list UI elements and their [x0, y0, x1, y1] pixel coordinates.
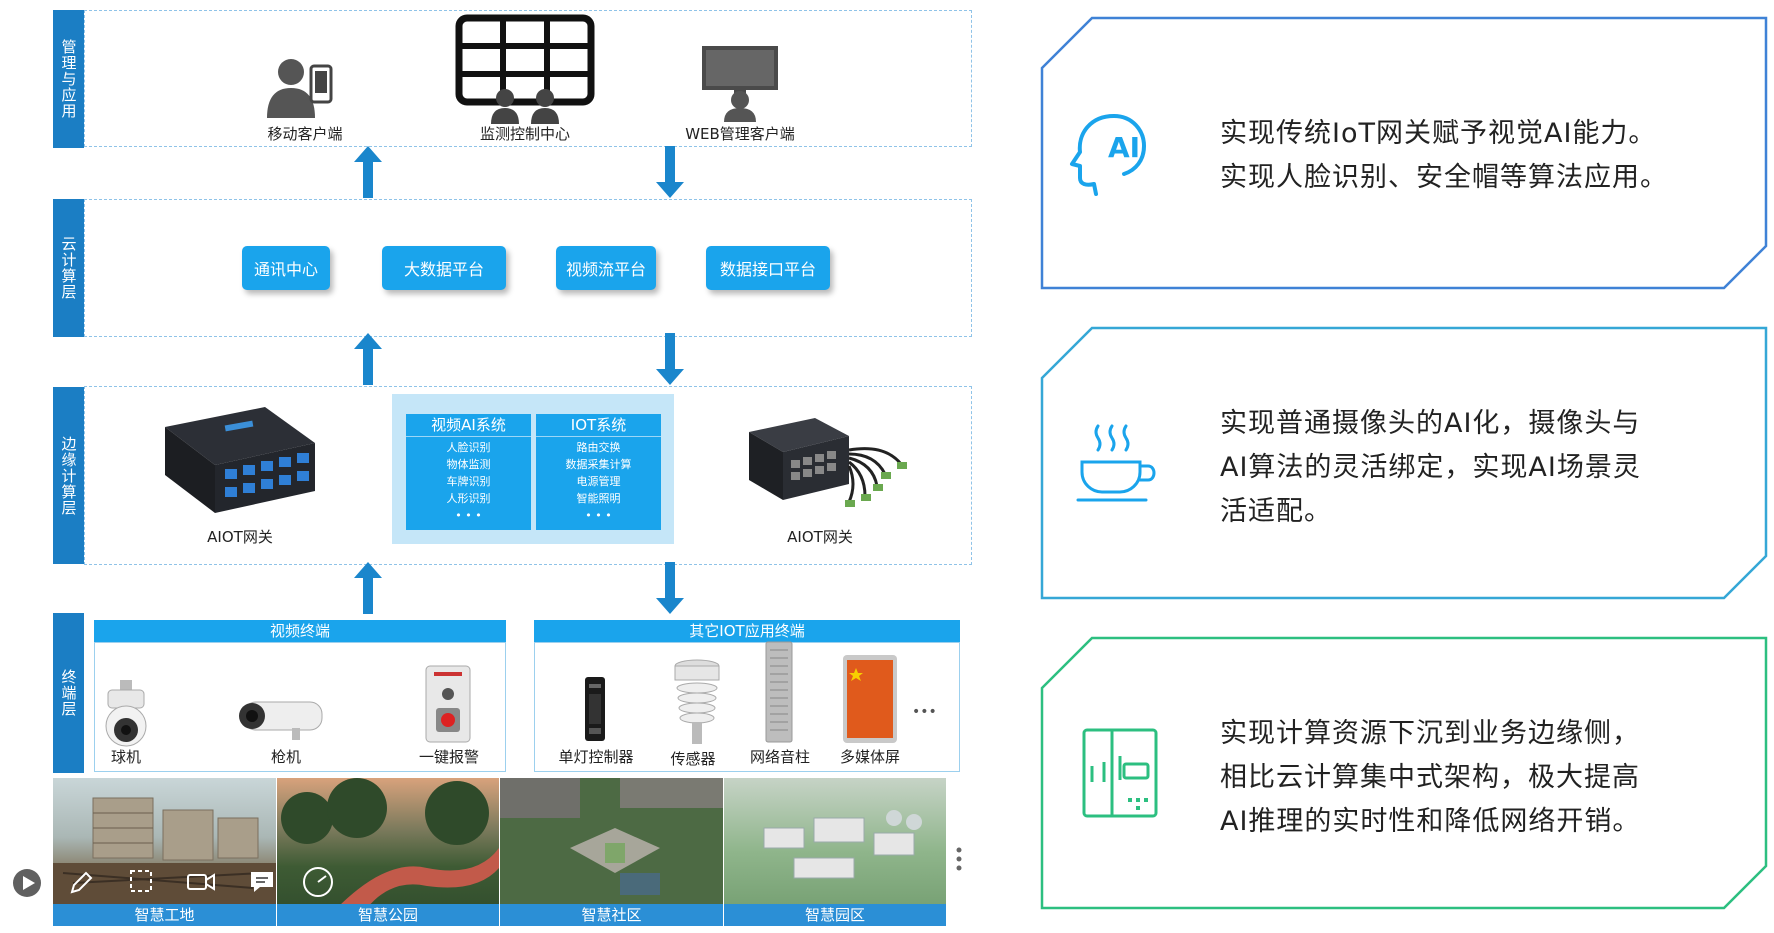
scene-construction: 智慧工地 [53, 778, 276, 926]
feature-line: AI算法的灵活绑定，实现AI场景灵 [1220, 452, 1641, 483]
feature-card-1-frame [1040, 16, 1768, 290]
iot-item: 电源管理 [576, 475, 621, 488]
video-terminal-header: 视频终端 [94, 620, 506, 642]
arrow-down-icon [656, 146, 684, 198]
lamp-controller-icon [585, 677, 605, 741]
cloud-pill-video-stream: 视频流平台 [556, 246, 656, 290]
scene-label: 智慧公园 [277, 904, 499, 926]
feature-card-3-text: 实现计算资源下沉到业务边缘侧， 相比云计算集中式架构，极大提高 AI推理的实时性… [1220, 712, 1640, 844]
iot-item: 智能照明 [576, 492, 621, 505]
feature-card-2-text: 实现普通摄像头的AI化，摄像头与 AI算法的灵活绑定，实现AI场景灵 活适配。 [1220, 402, 1641, 534]
arrow-up-icon [354, 562, 382, 614]
video-ai-system-box: 视频AI系统 人脸识别 物体监测 车牌识别 人形识别 • • • [406, 414, 531, 530]
aiot-gateway-right-label: AIOT网关 [787, 528, 853, 546]
cloud-layer-box [84, 199, 972, 337]
feature-line: 实现计算资源下沉到业务边缘侧， [1220, 718, 1640, 749]
app-layer-box [84, 10, 972, 147]
arrow-down-icon [656, 333, 684, 385]
ai-head-icon: AI [1070, 114, 1147, 196]
community-scene-icon [500, 778, 723, 895]
dome-camera-label: 球机 [110, 748, 141, 766]
video-ai-item: 车牌识别 [446, 475, 491, 488]
iot-item: 数据采集计算 [565, 458, 632, 471]
svg-text:AI: AI [1108, 131, 1140, 164]
multimedia-screen-icon [843, 655, 897, 743]
scene-community: 智慧社区 [500, 778, 723, 926]
feature-line: 实现传统IoT网关赋予视觉AI能力。 [1220, 118, 1657, 149]
cloud-pill-data-interface: 数据接口平台 [706, 246, 830, 290]
scene-industrial-park: 智慧园区 [724, 778, 946, 926]
monitor-wall-icon [455, 14, 595, 124]
layer-label-app: 管理与应用 [53, 10, 84, 148]
layer-label-edge: 边缘计算层 [53, 387, 84, 564]
scene-label: 智慧工地 [53, 904, 276, 926]
web-client-label: WEB管理客户端 [685, 125, 795, 143]
play-button-icon[interactable] [12, 868, 42, 898]
video-ai-system-title: 视频AI系统 [406, 414, 531, 437]
lamp-controller-label: 单灯控制器 [558, 748, 634, 766]
video-camera-icon[interactable] [186, 870, 216, 894]
scene-label: 智慧园区 [724, 904, 946, 926]
feature-card-1-text: 实现传统IoT网关赋予视觉AI能力。 实现人脸识别、安全帽等算法应用。 [1220, 112, 1668, 200]
bullet-camera-icon [239, 701, 323, 740]
aiot-gateway-left-label: AIOT网关 [207, 528, 273, 546]
edge-system-panel: 视频AI系统 人脸识别 物体监测 车牌识别 人形识别 • • • IOT系统 路… [392, 394, 674, 544]
arrow-up-icon [354, 146, 382, 198]
iot-system-box: IOT系统 路由交换 数据采集计算 电源管理 智能照明 • • • [536, 414, 661, 530]
alarm-button-label: 一键报警 [418, 748, 479, 766]
aiot-gateway-right-icon [749, 418, 907, 507]
more-ellipsis-icon: ••• [912, 704, 937, 720]
feature-line: 实现人脸识别、安全帽等算法应用。 [1220, 162, 1668, 193]
iot-item: 路由交换 [576, 441, 621, 454]
iot-terminal-header: 其它IOT应用终端 [534, 620, 960, 642]
speaker-column-label: 网络音柱 [749, 748, 810, 766]
arrow-up-icon [354, 333, 382, 385]
video-ai-item: • • • [455, 509, 482, 522]
mobile-client-label: 移动客户端 [267, 125, 343, 143]
pen-tool-icon[interactable] [68, 870, 94, 896]
screenshot-tool-icon[interactable] [128, 868, 154, 894]
weather-sensor-icon [674, 659, 720, 744]
cloud-pill-big-data: 大数据平台 [382, 246, 506, 290]
layer-label-cloud: 云计算层 [53, 199, 84, 337]
coffee-cup-icon [1076, 424, 1156, 502]
feature-line: 相比云计算集中式架构，极大提高 [1220, 762, 1640, 793]
feature-card-2-frame [1040, 326, 1768, 600]
feature-card-3-frame [1040, 636, 1768, 910]
gauge-icon[interactable] [302, 866, 334, 898]
feature-line: 实现普通摄像头的AI化，摄像头与 [1220, 408, 1641, 439]
monitor-center-label: 监测控制中心 [479, 125, 570, 143]
layer-label-terminal: 终端层 [53, 613, 84, 773]
feature-line: 活适配。 [1220, 496, 1332, 527]
scene-label: 智慧社区 [500, 904, 723, 926]
iot-item: • • • [585, 509, 612, 522]
video-ai-item: 物体监测 [446, 458, 491, 471]
feature-line: AI推理的实时性和降低网络开销。 [1220, 806, 1641, 837]
industrial-park-scene-icon [763, 810, 922, 879]
fridge-icon [1082, 728, 1158, 818]
cloud-pill-comm-center: 通讯中心 [242, 246, 330, 290]
sensor-label: 传感器 [670, 750, 716, 768]
arrow-down-icon [656, 562, 684, 614]
aiot-gateway-left-icon [165, 407, 315, 513]
park-scene-icon [281, 778, 499, 908]
speaker-column-icon [765, 641, 793, 743]
more-vertical-icon[interactable] [954, 846, 964, 872]
scene-park: 智慧公园 [277, 778, 499, 926]
iot-system-title: IOT系统 [536, 414, 661, 437]
bullet-camera-label: 枪机 [270, 748, 301, 766]
comment-icon[interactable] [248, 868, 276, 896]
mobile-user-icon [267, 59, 333, 118]
video-ai-item: 人形识别 [446, 492, 491, 505]
web-admin-icon [702, 46, 778, 122]
video-ai-item: 人脸识别 [446, 441, 491, 454]
multimedia-screen-label: 多媒体屏 [839, 748, 900, 766]
construction-scene-icon [53, 797, 276, 908]
alarm-button-icon [425, 665, 471, 743]
dome-camera-icon [105, 680, 147, 747]
edge-layer-box [84, 386, 972, 565]
